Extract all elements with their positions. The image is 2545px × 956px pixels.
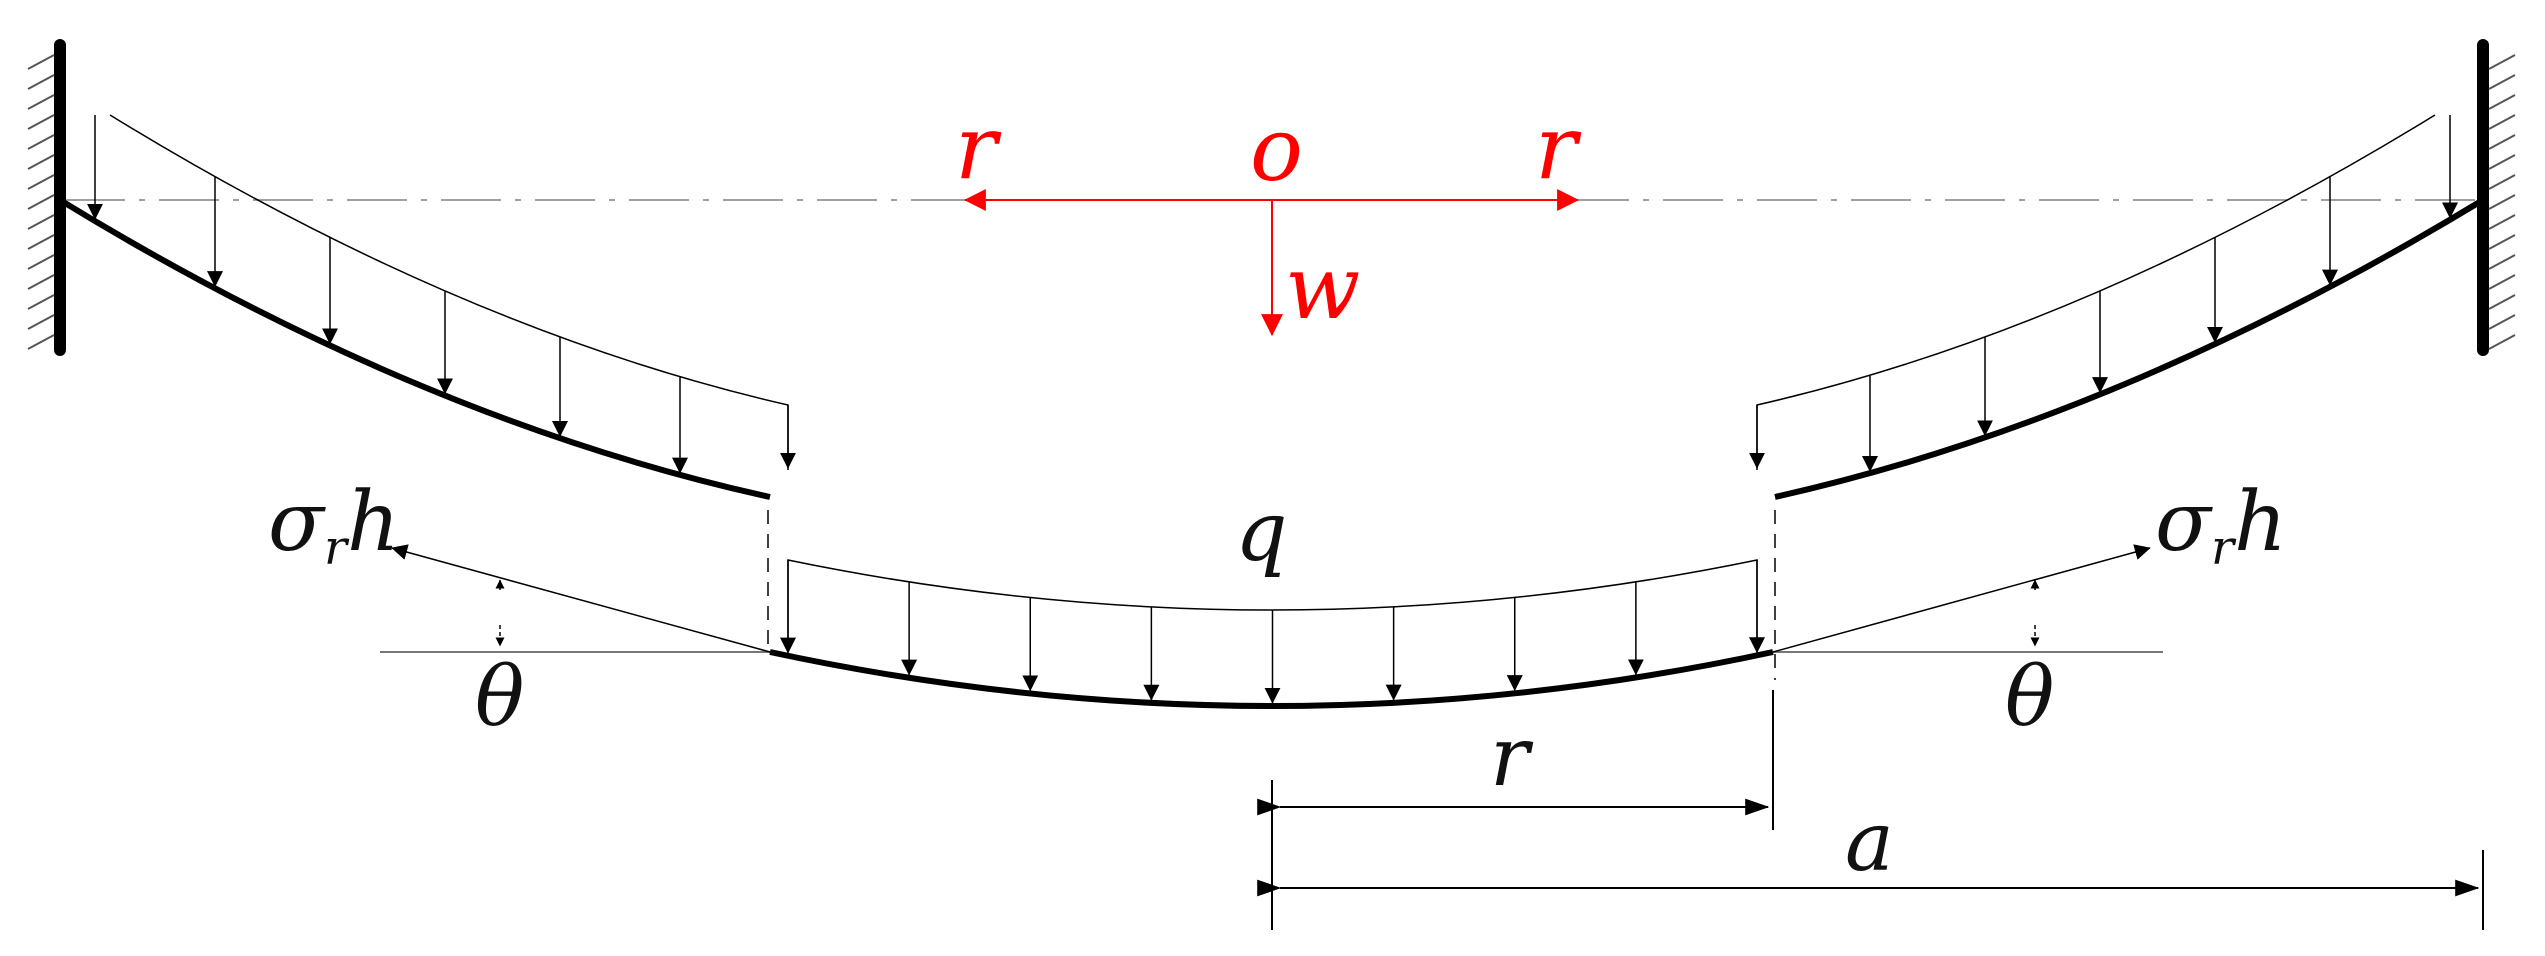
left-membrane-force-arrow <box>391 544 771 653</box>
sigma-symbol: σ <box>2155 475 2213 570</box>
hatch-line <box>27 134 55 150</box>
right-support-hatch <box>2488 54 2516 350</box>
label-sigma-left: σrh <box>268 475 400 576</box>
right-fixed-support <box>2477 39 2516 356</box>
label-sigma-right: σrh <box>2155 475 2287 576</box>
label-origin-o: o <box>1250 98 1303 201</box>
left-fixed-support <box>27 39 66 356</box>
right-membrane-force-arrow <box>1772 544 2151 653</box>
sigma-subscript: r <box>2211 520 2237 576</box>
hatch-line <box>2488 94 2516 110</box>
hatch-line <box>27 274 55 290</box>
dimension-a <box>1257 850 2484 930</box>
label-dimension-r: r <box>1490 710 1534 805</box>
hatch-line <box>27 154 55 170</box>
hatch-line <box>2488 334 2516 350</box>
hatch-line <box>27 174 55 190</box>
hatch-line <box>2488 254 2516 270</box>
left-load-envelope <box>109 114 789 470</box>
right-load-envelope <box>1756 114 2436 470</box>
left-plate-segment <box>58 197 771 500</box>
sigma-h: h <box>347 475 400 570</box>
hatch-line <box>27 94 55 110</box>
hatch-line <box>27 114 55 130</box>
hatch-line <box>27 334 55 350</box>
hatch-line <box>2488 154 2516 170</box>
hatch-line <box>2488 234 2516 250</box>
middle-plate-segment <box>769 649 1774 709</box>
hatch-line <box>27 254 55 270</box>
hatch-line <box>27 74 55 90</box>
hatch-line <box>27 234 55 250</box>
dimension-r <box>1257 690 1774 930</box>
label-theta-right: θ <box>2005 650 2054 745</box>
hatch-line <box>2488 214 2516 230</box>
label-theta-left: θ <box>475 650 524 745</box>
label-dimension-a: a <box>1845 795 1894 890</box>
left-support-hatch <box>27 54 55 350</box>
hatch-line <box>27 54 55 70</box>
right-plate-segment <box>1774 197 2485 500</box>
hatch-line <box>2488 174 2516 190</box>
hatch-line <box>2488 74 2516 90</box>
hatch-line <box>2488 274 2516 290</box>
hatch-line <box>27 194 55 210</box>
label-r-right: r <box>1535 96 1582 199</box>
hatch-line <box>2488 114 2516 130</box>
hatch-line <box>2488 314 2516 330</box>
left-distributed-load <box>87 115 796 474</box>
hatch-line <box>2488 134 2516 150</box>
hatch-line <box>2488 54 2516 70</box>
label-w: w <box>1285 236 1360 339</box>
coordinate-axes <box>963 189 1580 337</box>
hatch-line <box>27 314 55 330</box>
sigma-symbol: σ <box>268 475 326 570</box>
label-r-left: r <box>955 96 1002 199</box>
hatch-line <box>27 214 55 230</box>
hatch-line <box>2488 294 2516 310</box>
sigma-h: h <box>2234 475 2287 570</box>
hatch-line <box>2488 194 2516 210</box>
hatch-line <box>27 294 55 310</box>
label-q: q <box>1235 485 1288 580</box>
middle-distributed-load <box>780 560 1765 704</box>
sigma-subscript: r <box>324 520 350 576</box>
right-distributed-load <box>1749 115 2458 472</box>
